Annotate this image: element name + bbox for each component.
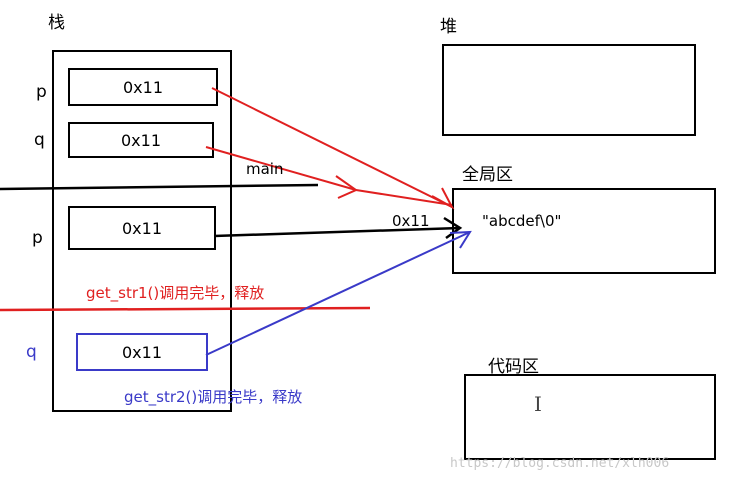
global-address: 0x11 [392, 212, 430, 230]
stack-title: 栈 [48, 13, 65, 33]
stack-var-p2: p [32, 228, 43, 248]
heap-title: 堆 [440, 17, 457, 37]
stack-var-q1: q [34, 130, 45, 150]
global-string: "abcdef\0" [482, 212, 562, 230]
red-arrow-q1 [205, 146, 357, 191]
global-title: 全局区 [462, 165, 513, 185]
release-label-1: get_str1()调用完毕，释放 [86, 284, 265, 302]
release-label-2: get_str2()调用完毕，释放 [124, 388, 303, 406]
release-line [0, 306, 371, 312]
code-title: 代码区 [488, 357, 539, 377]
black-arrow-p2 [213, 226, 461, 238]
heap-box [442, 44, 696, 136]
red-arrow-p1 [211, 87, 453, 208]
stack-cell-p2: 0x11 [68, 206, 216, 250]
stack-var-p1: p [36, 82, 47, 102]
global-box [452, 188, 716, 274]
watermark: https://blog.csdn.net/xlh006 [450, 456, 670, 471]
main-frame-label: main [246, 160, 284, 178]
main-frame-line [0, 183, 319, 191]
stack-cell-q2: 0x11 [76, 333, 208, 371]
text-cursor-icon: I [534, 392, 542, 416]
code-box [464, 374, 716, 460]
stack-cell-q1: 0x11 [68, 122, 214, 158]
stack-var-q2: q [26, 342, 37, 362]
stack-cell-p1: 0x11 [68, 68, 218, 106]
blue-arrow-q2 [205, 231, 471, 356]
